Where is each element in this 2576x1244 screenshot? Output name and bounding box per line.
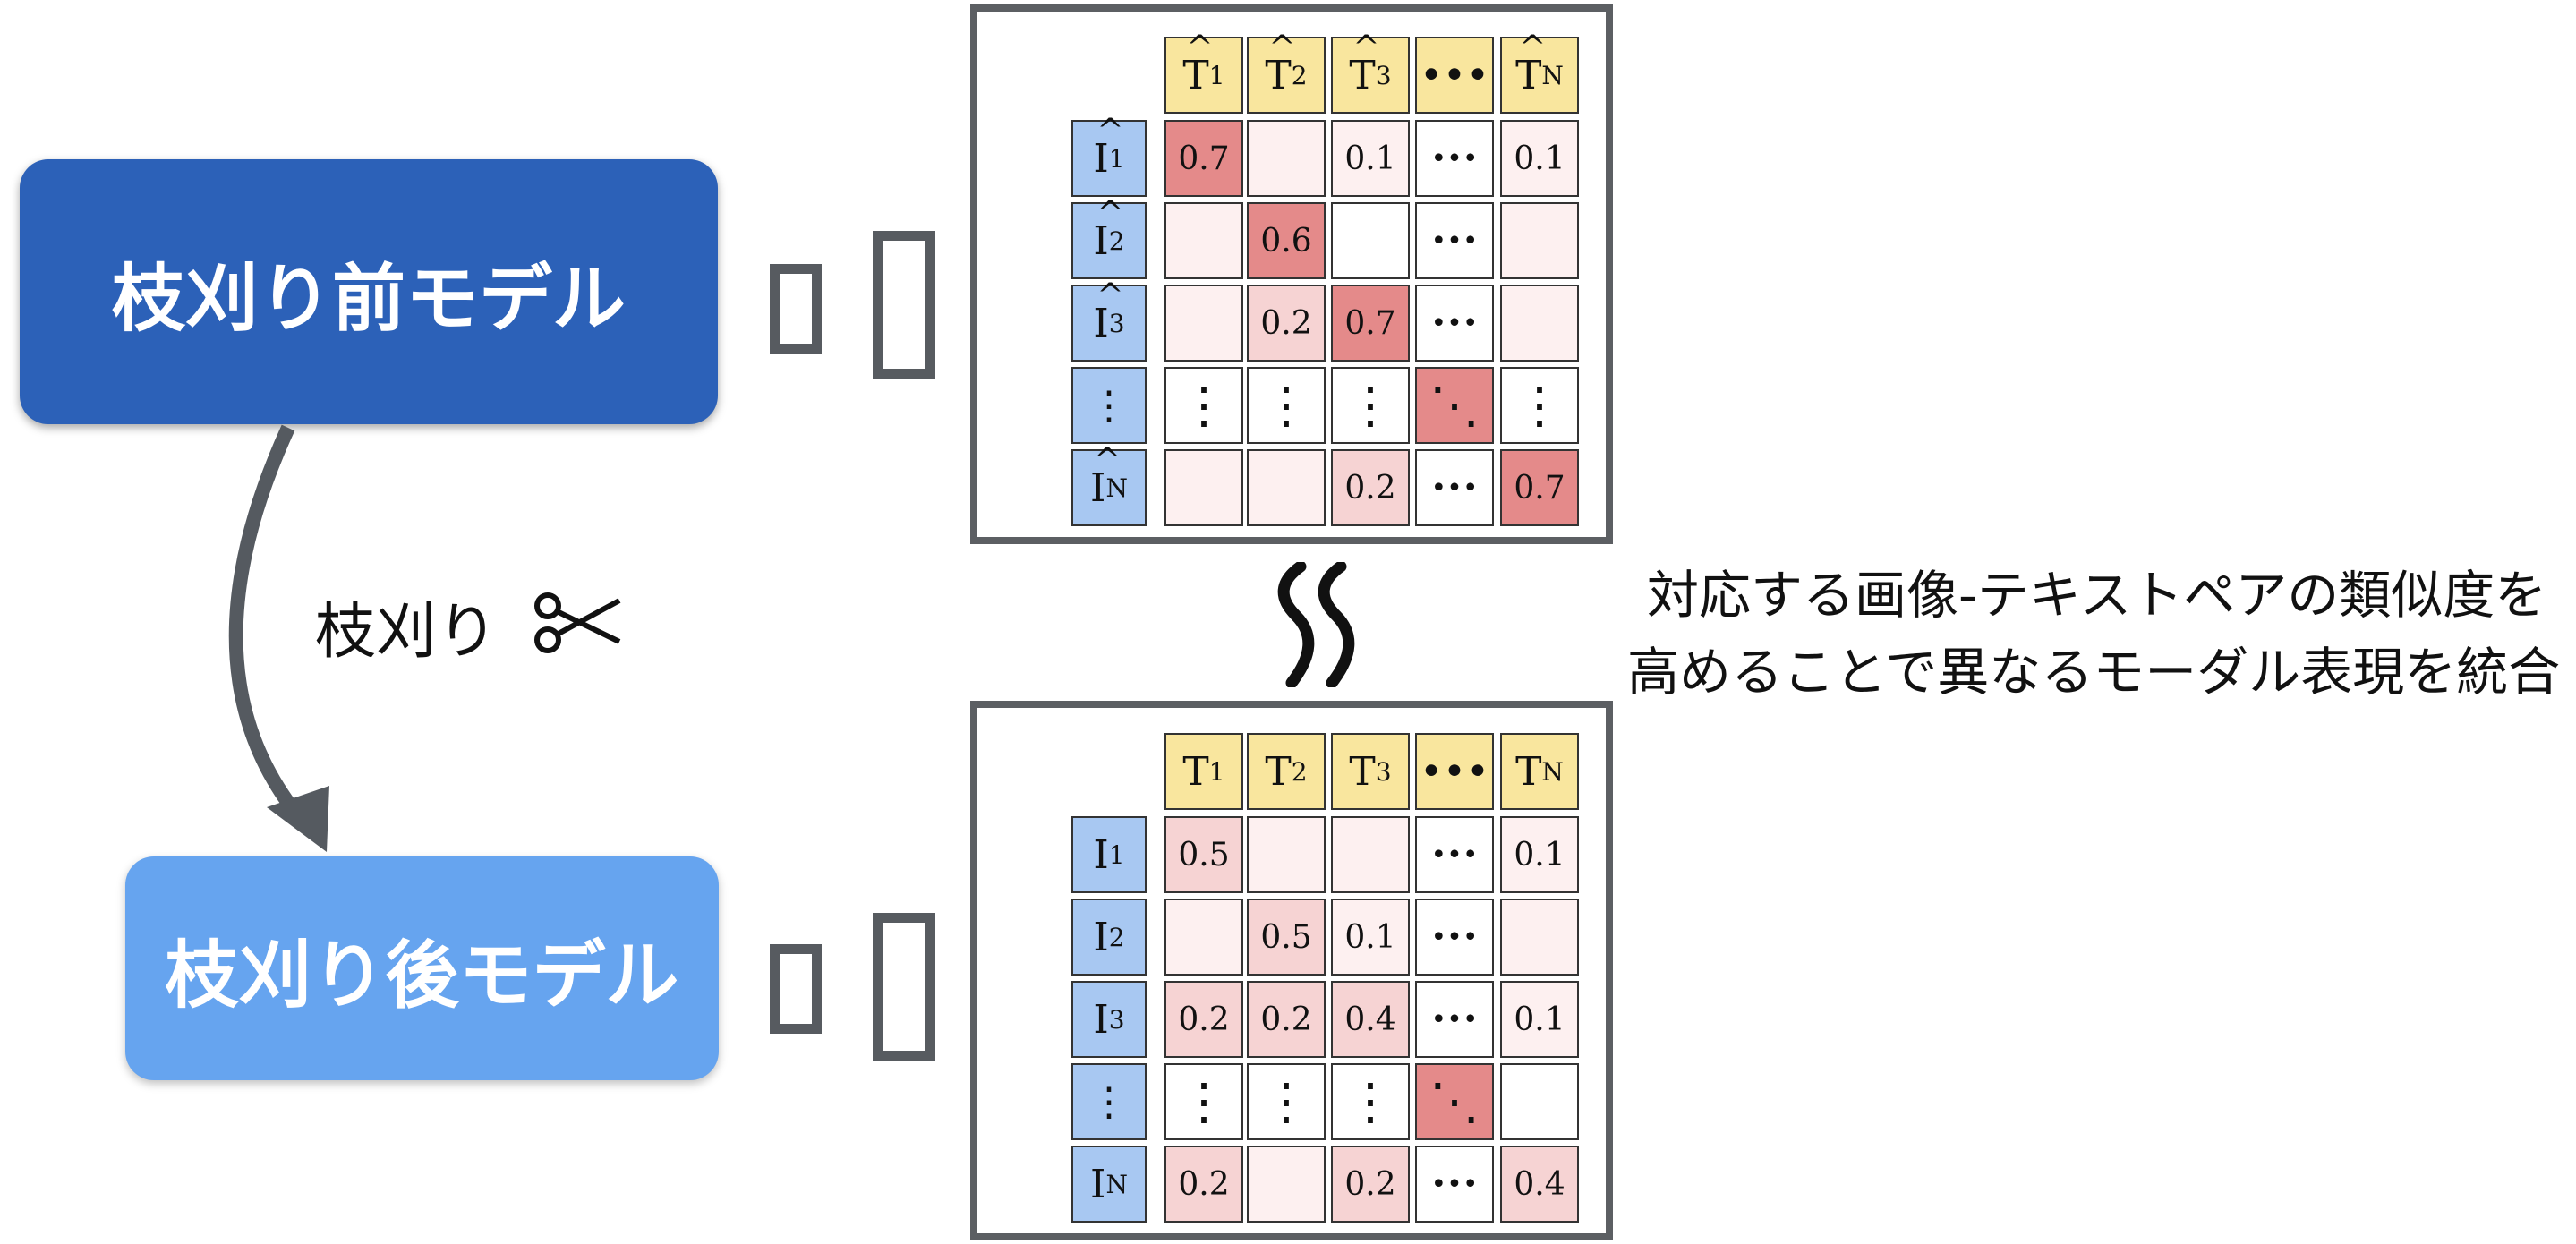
matrix-cell [1247,816,1326,893]
row-header: ⋮ [1071,367,1147,444]
matrix-cell [1500,899,1579,976]
matrix-cell: 0.1 [1500,816,1579,893]
matrix-cell [1500,202,1579,279]
matrix-cell: ••• [1415,1146,1494,1223]
matrix-cell: ⋮ [1331,1063,1410,1140]
matrix-cell [1247,449,1326,526]
matrix-cell: ⋱ [1415,367,1494,444]
matrix-cell: ⋮ [1164,1063,1243,1140]
matrix-cell: 0.5 [1247,899,1326,976]
matrix-cell: ••• [1415,981,1494,1058]
matrix-cell [1247,1146,1326,1223]
col-header: T1 [1164,30,1243,114]
col-header: ••• [1415,37,1494,114]
matrix-cell [1164,285,1243,362]
matrix-cell [1331,202,1410,279]
matrix-cell: ⋮ [1247,367,1326,444]
matrix-cell [1331,816,1410,893]
matrix-cell: 0.2 [1164,1146,1243,1223]
row-header: I2 [1071,195,1147,279]
pruning-text: 枝刈り [315,597,499,668]
matrix-cell [1500,1063,1579,1140]
matrix-cell: 0.2 [1164,981,1243,1058]
scissors-icon [533,592,621,653]
matrix-cell: ••• [1415,899,1494,976]
matrix-cell: ••• [1415,285,1494,362]
matrix-cell: 0.1 [1500,981,1579,1058]
bracket-large-top [873,231,935,379]
model-after-label: 枝刈り後モデル [165,933,679,1018]
col-header: ••• [1415,733,1494,810]
row-header: IN [1071,442,1147,526]
matrix-cell [1164,899,1243,976]
matrix-cell: 0.7 [1500,449,1579,526]
matrix-cell: ⋮ [1247,1063,1326,1140]
matrix-cell: 0.4 [1500,1146,1579,1223]
bracket-large-bottom [873,913,935,1061]
matrix-cell: ••• [1415,816,1494,893]
matrix-cell: 0.1 [1331,899,1410,976]
similarity-matrix-before: T1T2T3•••TNI10.70.1•••0.1I20.6•••I30.20.… [970,4,1613,544]
matrix-cell: 0.7 [1164,120,1243,197]
approx-symbol [1277,562,1355,687]
row-header: I3 [1071,277,1147,362]
matrix-cell: ⋮ [1164,367,1243,444]
matrix-cell [1164,449,1243,526]
matrix-cell [1164,202,1243,279]
row-header: ⋮ [1071,1063,1147,1140]
matrix-cell: 0.2 [1331,449,1410,526]
pruning-label: 枝刈り [315,582,623,670]
matrix-cell: 0.2 [1331,1146,1410,1223]
matrix-cell: ⋮ [1500,367,1579,444]
matrix-cell: ••• [1415,120,1494,197]
model-before-label: 枝刈り前モデル [111,256,626,342]
caption-line-1: 対応する画像-テキストペアの類似度を [1647,565,2547,626]
matrix-cell: 0.6 [1247,202,1326,279]
matrix-cell: ⋮ [1331,367,1410,444]
model-before-box: 枝刈り前モデル [20,159,718,424]
matrix-cell: 0.5 [1164,816,1243,893]
row-header: I1 [1071,113,1147,197]
model-after-box: 枝刈り後モデル [125,856,719,1080]
matrix-cell: ••• [1415,449,1494,526]
col-header: TN [1500,30,1579,114]
col-header: T3 [1331,30,1410,114]
matrix-cell [1247,120,1326,197]
matrix-cell: 0.1 [1500,120,1579,197]
matrix-cell: 0.1 [1331,120,1410,197]
matrix-cell [1500,285,1579,362]
matrix-cell: 0.2 [1247,981,1326,1058]
matrix-cell: 0.7 [1331,285,1410,362]
matrix-cell: 0.4 [1331,981,1410,1058]
bracket-small-top [770,264,822,354]
col-header: T2 [1247,30,1326,114]
matrix-cell: ••• [1415,202,1494,279]
bracket-small-bottom [770,944,822,1034]
matrix-cell: ⋱ [1415,1063,1494,1140]
matrix-cell: 0.2 [1247,285,1326,362]
caption-line-2: 高めることで異なるモーダル表現を統合 [1627,642,2561,703]
